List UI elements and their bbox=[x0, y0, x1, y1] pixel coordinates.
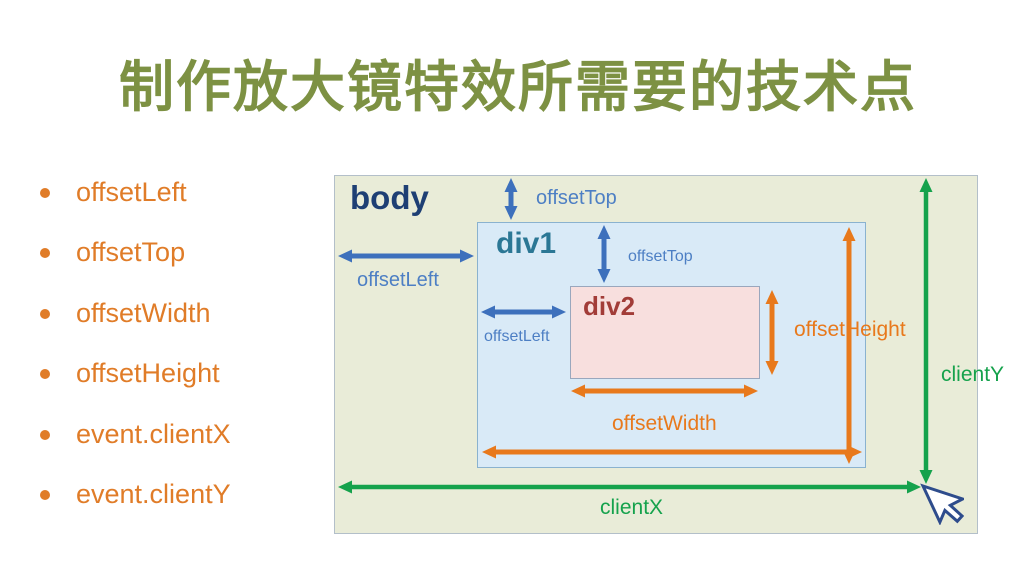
list-item: offsetTop bbox=[40, 222, 231, 282]
offset-width-label: offsetWidth bbox=[612, 412, 717, 435]
div2-box bbox=[570, 286, 760, 379]
offset-top-label-body: offsetTop bbox=[536, 187, 617, 209]
offset-height-label: offsetHeight bbox=[794, 318, 906, 341]
body-box-label: body bbox=[350, 179, 429, 216]
offset-left-label-div1: offsetLeft bbox=[484, 328, 550, 345]
mouse-cursor-icon bbox=[920, 483, 964, 525]
client-y-label: clientY bbox=[941, 363, 1005, 386]
div2-box-label: div2 bbox=[583, 291, 636, 321]
client-x-label: clientX bbox=[600, 496, 664, 519]
offset-left-label-body: offsetLeft bbox=[357, 269, 439, 291]
page-title: 制作放大镜特效所需要的技术点 bbox=[118, 56, 917, 118]
offset-top-label-div1: offsetTop bbox=[628, 248, 693, 265]
div1-box-label: div1 bbox=[496, 227, 557, 260]
list-item: offsetWidth bbox=[40, 283, 231, 343]
list-item: event.clientX bbox=[40, 404, 231, 464]
list-item: event.clientY bbox=[40, 464, 231, 524]
list-item: offsetLeft bbox=[40, 162, 231, 222]
list-item: offsetHeight bbox=[40, 343, 231, 403]
